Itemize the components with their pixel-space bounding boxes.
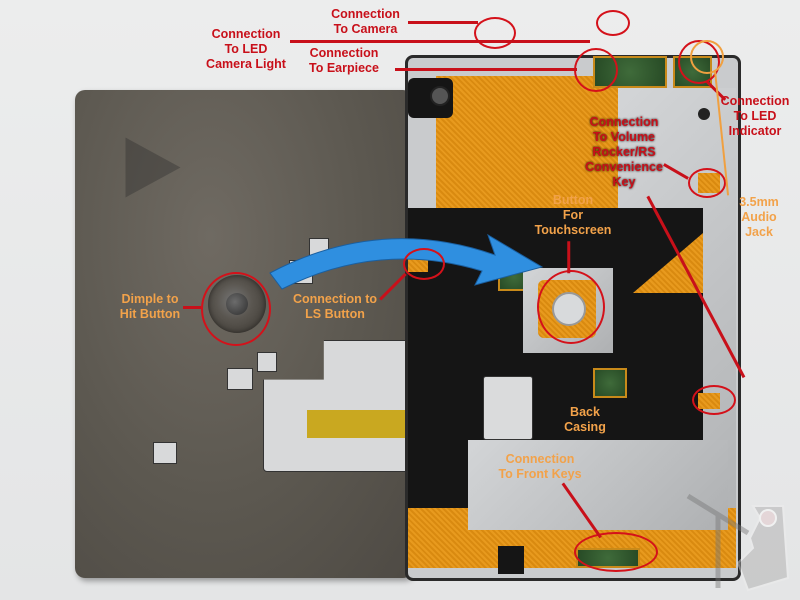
label-dimple-to-hit-button: Dimple to Hit Button (119, 292, 181, 321)
blue-arrow-icon (269, 233, 544, 290)
screw-hole (698, 108, 710, 120)
plate-cutout (153, 442, 177, 464)
dimple-ring (201, 272, 271, 346)
audio-jack-ring (690, 40, 724, 74)
leader-line (183, 306, 201, 309)
label-button-for-touchscreen: Button For Touchscreen (534, 193, 612, 237)
label-connection-to-led-camera-light: Connection To LED Camera Light (206, 27, 286, 71)
casing-window (483, 376, 533, 440)
camera-ring (474, 17, 516, 49)
label-connection-to-front-keys: Connection To Front Keys (498, 452, 582, 481)
label-connection-to-led-indicator: Connection To LED Indicator (720, 94, 790, 138)
volume-ring (688, 168, 726, 198)
tw-logo-watermark-icon (686, 493, 790, 592)
plate-large-cutout (263, 340, 415, 472)
ls-button-ring (403, 248, 445, 280)
label-connection-to-volume-rocker: Connection To Volume Rocker/RS Convenien… (585, 115, 663, 189)
label-audio-jack: 3.5mm Audio Jack (739, 195, 779, 239)
label-connection-to-ls-button: Connection to LS Button (292, 292, 377, 321)
earpiece-ring (574, 48, 618, 92)
plate-cutout (227, 368, 253, 390)
leader-line (395, 68, 577, 71)
label-connection-to-camera: Connection To Camera (331, 7, 400, 36)
leader-line (290, 40, 590, 43)
leader-line (567, 241, 571, 274)
label-back-casing: Back Casing (564, 405, 606, 434)
plate-cutout (257, 352, 277, 372)
side-ring (692, 385, 736, 415)
phone-back-casing (405, 55, 741, 581)
front-keys-ring (574, 532, 658, 572)
camera-lens (430, 86, 450, 106)
leader-line (408, 21, 478, 24)
touchscreen-button-ring (537, 270, 605, 344)
flex-tab (307, 410, 417, 438)
lower-frame (468, 440, 728, 530)
small-pcb (593, 368, 627, 398)
label-connection-to-earpiece: Connection To Earpiece (309, 46, 379, 75)
camera-pcb-ring (596, 10, 630, 36)
usb-port (498, 546, 524, 574)
triangle-emboss (125, 137, 181, 198)
